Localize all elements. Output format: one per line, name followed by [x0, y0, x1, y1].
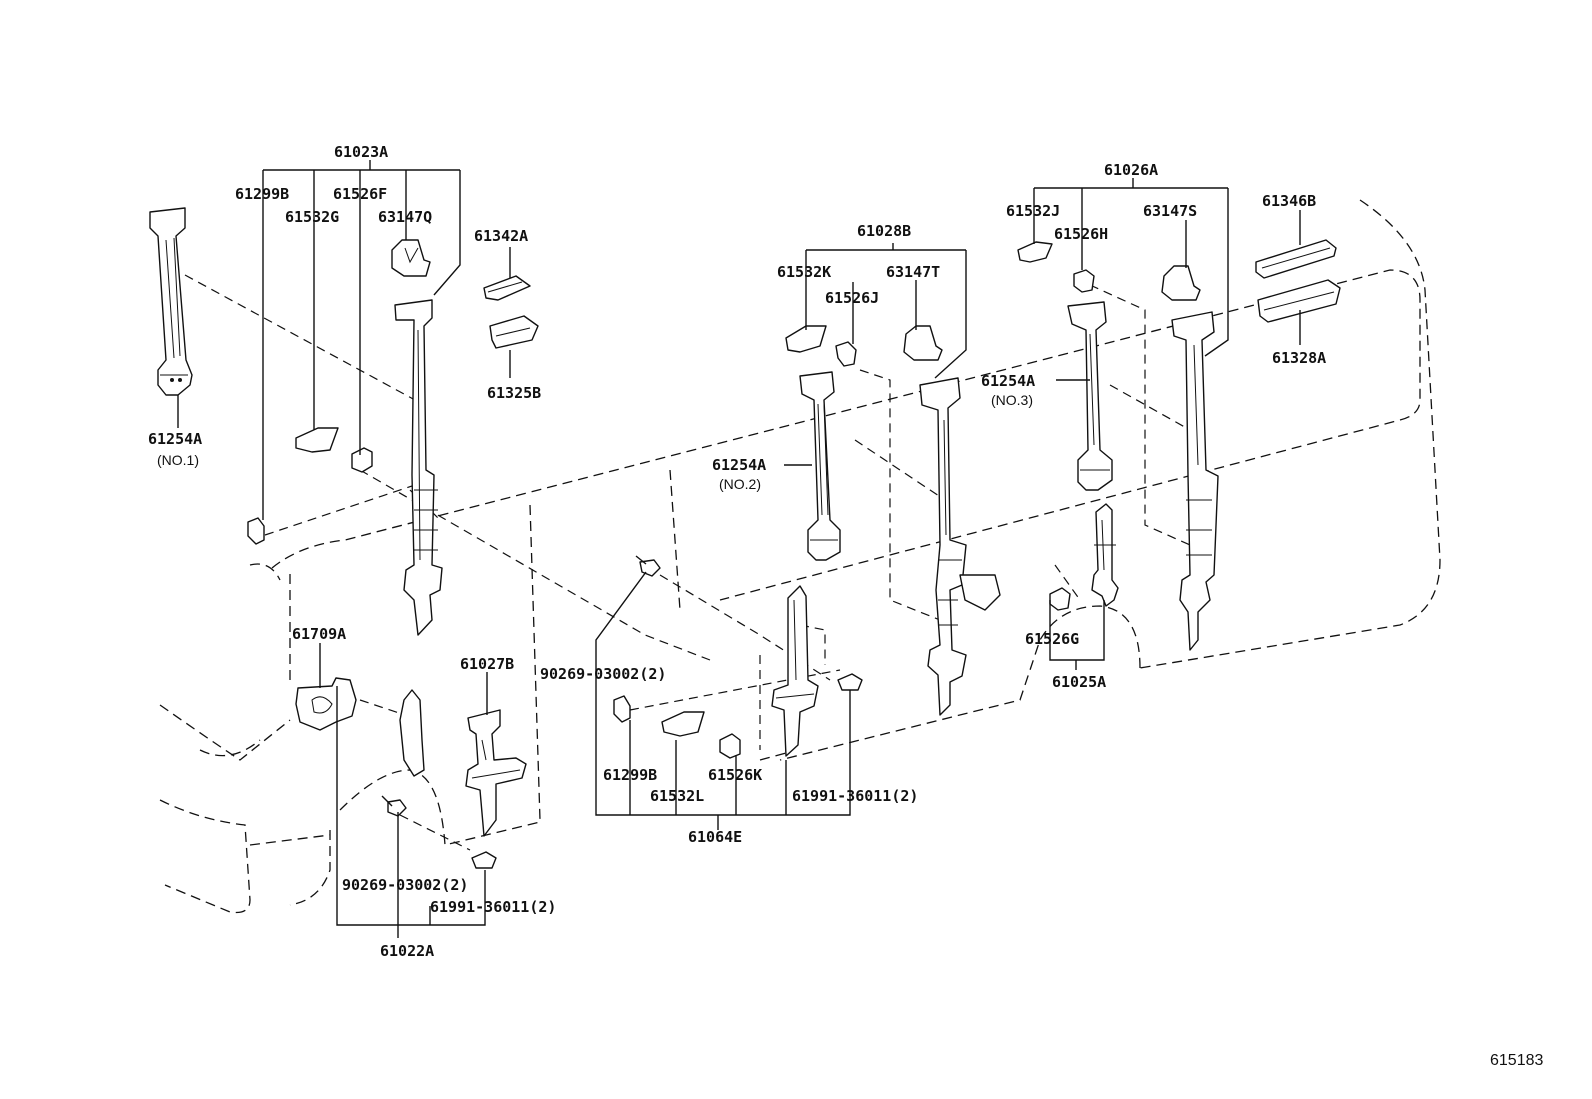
- label-61532G[interactable]: 61532G: [285, 208, 339, 226]
- label-61254A-no1[interactable]: 61254A: [148, 430, 202, 448]
- label-61299B-bottom[interactable]: 61299B: [603, 766, 657, 784]
- part-61325B: [489, 315, 539, 349]
- part-61028B-pillar: [919, 377, 1001, 716]
- part-61026A-pillar: [1171, 311, 1219, 651]
- dashed-leaders: [184, 274, 1191, 851]
- label-61526F[interactable]: 61526F: [333, 185, 387, 203]
- label-61991-bottom[interactable]: 61991-36011(2): [430, 898, 556, 916]
- part-61027B-pillar: [465, 709, 527, 837]
- part-labels: 61023A 61299B 61526F 61532G 63147Q 61342…: [148, 143, 1543, 1069]
- label-61342A[interactable]: 61342A: [474, 227, 528, 245]
- label-61526H[interactable]: 61526H: [1054, 225, 1108, 243]
- part-90269-bolt-bottom: [381, 795, 407, 817]
- label-61325B[interactable]: 61325B: [487, 384, 541, 402]
- label-61028B[interactable]: 61028B: [857, 222, 911, 240]
- part-61532J: [1017, 241, 1053, 263]
- part-61991-clip-mid: [837, 673, 863, 691]
- part-61328A: [1257, 279, 1341, 323]
- part-63147Q: [391, 239, 431, 277]
- part-61254A-no3: [1067, 301, 1113, 491]
- label-61022A[interactable]: 61022A: [380, 942, 434, 960]
- label-61064E[interactable]: 61064E: [688, 828, 742, 846]
- part-61709A: [295, 677, 357, 731]
- label-90269-bottom[interactable]: 90269-03002(2): [342, 876, 468, 894]
- label-61532L[interactable]: 61532L: [650, 787, 704, 805]
- part-61254A-no2: [799, 371, 841, 561]
- label-61526G[interactable]: 61526G: [1025, 630, 1079, 648]
- part-61023A-pillar: [394, 299, 443, 636]
- part-61526J: [835, 341, 857, 367]
- label-61991-mid[interactable]: 61991-36011(2): [792, 787, 918, 805]
- part-61526K: [719, 733, 741, 759]
- label-61023A[interactable]: 61023A: [334, 143, 388, 161]
- part-61299B-bottom: [613, 695, 631, 723]
- label-61532J[interactable]: 61532J: [1006, 202, 1060, 220]
- label-no1: (NO.1): [157, 452, 199, 468]
- label-61328A[interactable]: 61328A: [1272, 349, 1326, 367]
- part-90269-bolt-mid: [635, 555, 661, 577]
- part-61025A-pillar: [1091, 503, 1119, 607]
- label-61027B[interactable]: 61027B: [460, 655, 514, 673]
- label-63147S[interactable]: 63147S: [1143, 202, 1197, 220]
- part-63147T: [903, 325, 943, 361]
- label-61026A[interactable]: 61026A: [1104, 161, 1158, 179]
- label-no2: (NO.2): [719, 476, 761, 492]
- label-61299B-top[interactable]: 61299B: [235, 185, 289, 203]
- part-61254A-no1: [149, 207, 193, 396]
- part-61299B-top: [247, 517, 265, 545]
- part-61526F: [351, 447, 373, 473]
- label-61346B[interactable]: 61346B: [1262, 192, 1316, 210]
- part-61532L: [661, 711, 705, 737]
- label-61025A[interactable]: 61025A: [1052, 673, 1106, 691]
- part-63147S: [1161, 265, 1201, 301]
- part-61022A-bracket: [399, 689, 425, 777]
- label-63147Q[interactable]: 63147Q: [378, 208, 432, 226]
- diagram-id: 615183: [1490, 1052, 1543, 1069]
- part-61526H: [1073, 269, 1095, 293]
- callout-lines: [177, 160, 1301, 938]
- label-61254A-no3[interactable]: 61254A: [981, 372, 1035, 390]
- part-61064E-pillar: [771, 585, 819, 757]
- label-61532K[interactable]: 61532K: [777, 263, 831, 281]
- label-no3: (NO.3): [991, 392, 1033, 408]
- vehicle-body-outline: [159, 199, 1441, 914]
- label-61526J[interactable]: 61526J: [825, 289, 879, 307]
- label-61526K[interactable]: 61526K: [708, 766, 762, 784]
- part-61532G: [295, 427, 339, 453]
- part-61526G: [1049, 587, 1071, 611]
- label-90269-mid[interactable]: 90269-03002(2): [540, 665, 666, 683]
- label-61254A-no2[interactable]: 61254A: [712, 456, 766, 474]
- part-61991-clip-bottom: [471, 851, 497, 869]
- part-61346B: [1255, 239, 1337, 279]
- part-61342A: [483, 275, 531, 301]
- label-63147T[interactable]: 63147T: [886, 263, 940, 281]
- label-61709A[interactable]: 61709A: [292, 625, 346, 643]
